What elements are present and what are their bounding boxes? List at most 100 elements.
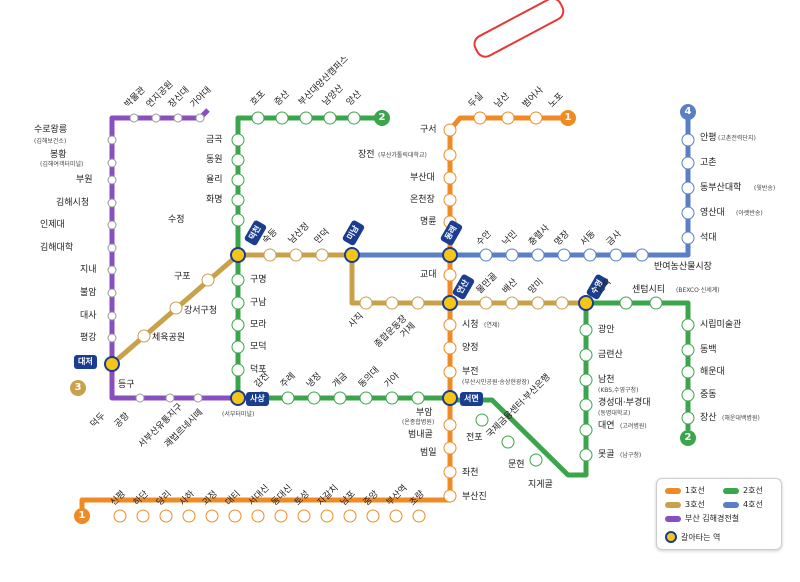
station-label: 김해대학 bbox=[40, 243, 74, 253]
station-label: 율리 bbox=[206, 175, 223, 185]
legend-line3: 3호선 bbox=[665, 499, 705, 510]
station-sublabel: (부산시민공원·송상현광장) bbox=[462, 379, 530, 386]
station-dots bbox=[107, 111, 695, 523]
station-label: 반여농산물시장 bbox=[654, 262, 712, 272]
station-label: 부암 bbox=[416, 408, 433, 418]
station-sublabel: (KBS,수영구청) bbox=[598, 387, 639, 394]
station-label: 체육공원 bbox=[152, 333, 186, 343]
station-label: 센텀시티 bbox=[632, 285, 666, 295]
station-label: 남천 bbox=[598, 375, 615, 385]
legend-line2-swatch bbox=[723, 487, 739, 494]
legend-transfer-label: 갈아타는 역 bbox=[681, 532, 721, 542]
station-label: 화명 bbox=[206, 195, 223, 205]
station-label: 봉황 bbox=[50, 150, 67, 160]
line1 bbox=[79, 115, 568, 516]
station-label: 명륜 bbox=[420, 217, 437, 227]
station-label: 동원 bbox=[206, 155, 223, 165]
station-label: 영산대 bbox=[700, 208, 725, 218]
line3-badge: 3 bbox=[70, 380, 86, 396]
station-label: 동백 bbox=[700, 345, 717, 355]
station-label: 금곡 bbox=[206, 135, 223, 145]
line2-badge-north: 2 bbox=[374, 110, 390, 126]
station-sublabel: (동명대학교) bbox=[598, 410, 631, 417]
legend-line1: 1호선 bbox=[665, 485, 705, 496]
station-sublabel: (BEXCO·신세계) bbox=[676, 287, 720, 294]
station-label: 부산대 bbox=[410, 173, 435, 183]
station-label: 구남 bbox=[250, 298, 267, 308]
station-seomyeon: 서면 bbox=[460, 392, 483, 406]
station-sublabel: (아랫반송) bbox=[736, 210, 763, 217]
station-label: 경성대·부경대 bbox=[598, 398, 651, 408]
station-sublabel: (온종합병원) bbox=[402, 419, 435, 426]
legend-gimhae: 부산 김해경전철 bbox=[665, 513, 739, 524]
station-label: 문현 bbox=[508, 460, 525, 470]
legend-gimhae-label: 부산 김해경전철 bbox=[685, 514, 740, 523]
legend-line3-label: 3호선 bbox=[685, 500, 705, 509]
station-label: 석대 bbox=[700, 233, 717, 243]
station-label: 고촌 bbox=[700, 158, 717, 168]
station-label: 동부산대학 bbox=[700, 183, 742, 193]
line4 bbox=[352, 118, 691, 258]
station-label: 대사 bbox=[80, 311, 97, 321]
station-label: 구포 bbox=[174, 272, 191, 282]
station-label: 광안 bbox=[598, 325, 615, 335]
station-label: 구명 bbox=[250, 275, 267, 285]
legend-line1-swatch bbox=[665, 487, 681, 494]
transfer-markers bbox=[104, 247, 594, 406]
station-label: 김해시청 bbox=[56, 198, 90, 208]
legend-line3-swatch bbox=[665, 501, 681, 508]
station-sublabel: (윗반송) bbox=[754, 185, 776, 192]
line1-badge-south: 1 bbox=[74, 508, 90, 524]
station-sublabel: (해운대백병원) bbox=[722, 415, 760, 422]
legend-transfer: 갈아타는 역 bbox=[665, 531, 720, 543]
station-daejeo: 대저 bbox=[74, 355, 97, 369]
line4-badge: 4 bbox=[680, 104, 696, 120]
line2-badge-east: 2 bbox=[680, 430, 696, 446]
station-label: 불암 bbox=[80, 288, 97, 298]
station-label: 좌천 bbox=[462, 468, 479, 478]
station-label: 모덕 bbox=[250, 342, 267, 352]
station-label: 수로왕릉 bbox=[34, 125, 68, 135]
station-label: 모라 bbox=[250, 320, 267, 330]
station-label: 평강 bbox=[80, 333, 97, 343]
legend-line2: 2호선 bbox=[723, 485, 763, 496]
station-sublabel: (남구청) bbox=[620, 452, 642, 459]
station-label: 부전 bbox=[462, 367, 479, 377]
station-label: 장전 bbox=[358, 150, 375, 160]
station-label: 지게골 bbox=[528, 480, 553, 490]
station-label: 전포 bbox=[466, 433, 483, 443]
station-label: 부원 bbox=[76, 175, 93, 185]
station-label: 금련산 bbox=[598, 350, 623, 360]
station-sasang: 사상 bbox=[246, 392, 269, 406]
station-label: 안평 bbox=[700, 133, 717, 143]
legend-line4-swatch bbox=[723, 501, 739, 508]
station-label: 수정 bbox=[168, 215, 185, 225]
station-label: 장산 bbox=[700, 413, 717, 423]
station-sublabel: (김해보건소) bbox=[34, 138, 67, 145]
station-label: 교대 bbox=[420, 270, 437, 280]
station-label: 시청 bbox=[462, 320, 479, 330]
station-label: 대연 bbox=[598, 421, 615, 431]
transfer-icon bbox=[665, 531, 677, 543]
station-label: 구서 bbox=[420, 125, 437, 135]
station-sublabel: (고촌전력단지) bbox=[718, 135, 756, 142]
station-label: 등구 bbox=[118, 380, 135, 390]
station-sublabel: (서부터미널) bbox=[222, 411, 255, 418]
legend: 1호선 2호선 3호선 4호선 부산 김해경전철 갈아타는 역 bbox=[656, 478, 782, 550]
station-label: 강서구청 bbox=[184, 306, 218, 316]
station-sublabel: (고려병원) bbox=[620, 423, 647, 430]
station-sublabel: (김해여객터미널) bbox=[40, 161, 84, 168]
station-label: 인제대 bbox=[40, 220, 65, 230]
station-label: 해운대 bbox=[700, 367, 725, 377]
station-label: 지내 bbox=[80, 265, 97, 275]
station-label: 시립미술관 bbox=[700, 320, 742, 330]
station-label: 못골 bbox=[598, 450, 615, 460]
station-label: 범내골 bbox=[408, 430, 433, 440]
station-sublabel: (연제) bbox=[484, 322, 500, 329]
station-label: 양정 bbox=[462, 343, 479, 353]
legend-line4-label: 4호선 bbox=[743, 500, 763, 509]
station-label: 부산진 bbox=[462, 492, 487, 502]
station-label: 온천장 bbox=[410, 195, 435, 205]
station-label: 범일 bbox=[420, 448, 437, 458]
